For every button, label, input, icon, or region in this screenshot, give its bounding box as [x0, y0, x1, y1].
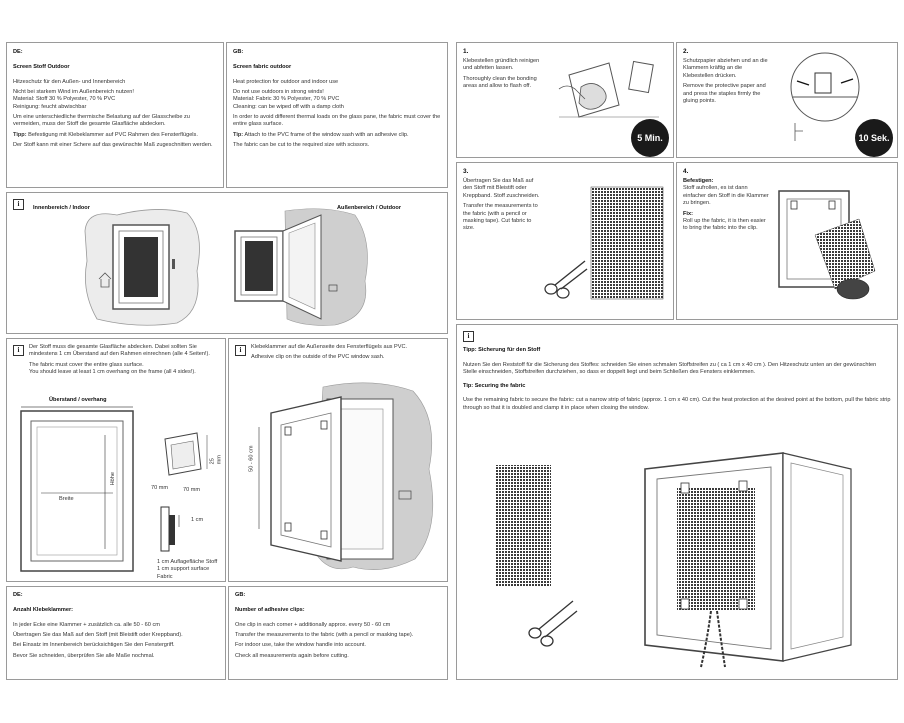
step-text-en: Thoroughly clean the bonding areas and a…	[463, 75, 537, 90]
sash-profile-diagram	[164, 432, 208, 476]
step-label-de: Befestigen:	[683, 178, 714, 184]
info-icon: i	[463, 331, 474, 342]
overhang-text-en: The fabric must cover the entire glass s…	[29, 361, 196, 376]
paragraph: Transfer the measurements to the fabric …	[235, 631, 414, 638]
panel-title: Number of adhesive clips:	[235, 606, 305, 613]
step-number: 1.	[463, 48, 469, 55]
tip-text: Attach to the PVC frame of the window sa…	[244, 131, 409, 138]
window-secure-illustration	[644, 452, 852, 668]
step-number: 2.	[683, 48, 689, 55]
frame-measure-diagram	[20, 406, 134, 572]
step-1-clean: 1. Klebestellen gründlich reinigen und a…	[456, 42, 674, 158]
paragraph: In jeder Ecke eine Klammer + zusätzlich …	[13, 621, 160, 628]
paragraph: In order to avoid different thermal load…	[233, 114, 441, 128]
time-badge: 5 Min.	[631, 119, 669, 157]
paragraph: For indoor use, take the window handle i…	[235, 642, 366, 649]
info-icon: i	[235, 345, 246, 356]
dim-1cm-label: 1 cm	[191, 517, 204, 523]
paragraph: Nicht bei starkem Wind im Außenbereich n…	[13, 88, 134, 110]
panel-gb-clips: GB: Number of adhesive clips: One clip i…	[228, 586, 448, 680]
step-text-de: Stoff aufrollen, es ist dann einfacher d…	[683, 185, 769, 207]
paragraph: Check all measurements again before cutt…	[235, 652, 349, 659]
panel-clip-outside: i Klebeklammer auf die Außenseite des Fe…	[228, 338, 448, 582]
clip-text-en: Adhesive clip on the outside of the PVC …	[251, 354, 385, 361]
panel-title: Screen fabric outdoor	[233, 63, 292, 70]
fabric-mesh-illustration	[590, 186, 664, 300]
panel-de-fabric-info: DE: Screen Stoff Outdoor Hitzeschutz für…	[6, 42, 224, 188]
step-text-de: Schutzpapier abziehen und an die Klammer…	[683, 58, 768, 79]
info-icon: i	[13, 199, 24, 210]
clip-profile-diagram	[160, 506, 180, 552]
step-label-en: Fix:	[683, 210, 693, 217]
paragraph: Um eine unterschiedliche thermische Bela…	[13, 114, 190, 128]
indoor-label: Innenbereich / Indoor	[33, 205, 90, 211]
paragraph: Bevor Sie schneiden, überprüfen Sie alle…	[13, 652, 155, 659]
lang-tag: DE:	[13, 49, 23, 55]
paragraph: Bei Einsatz im Innenbereich berücksichti…	[13, 642, 175, 649]
panel-title: Anzahl Klebeklammer:	[13, 606, 73, 613]
window-clip-illustration	[258, 382, 434, 570]
support-label-en: 1 cm support surface Fabric	[157, 566, 210, 580]
clip-text-de: Klebeklammer auf die Außenseite des Fens…	[251, 344, 408, 350]
time-badge: 10 Sek.	[855, 119, 893, 157]
fabric-strip-illustration	[495, 465, 578, 647]
clip-press-illustration	[790, 52, 860, 141]
outdoor-window-illustration	[234, 208, 368, 326]
panel-de-clips: DE: Anzahl Klebeklammer: In jeder Ecke e…	[6, 586, 226, 680]
paragraph: One clip in each corner + additionally a…	[235, 621, 391, 628]
paragraph: The fabric can be cut to the required si…	[233, 142, 370, 149]
dim-label: 70 mm	[151, 485, 169, 491]
step-2-press-clips: 2. Schutzpapier abziehen und an die Klam…	[676, 42, 898, 158]
panel-overhang: i Der Stoff muss die gesamte Glasfläche …	[6, 338, 226, 582]
panel-secure-fabric: i Tipp: Sicherung für den Stoff Nutzen S…	[456, 324, 898, 680]
dim-label: 70 mm	[183, 487, 201, 493]
roll-fabric-illustration	[778, 190, 876, 300]
scissors-icon	[544, 260, 588, 299]
step-text-de: Übertragen Sie das Maß auf den Stoff mit…	[463, 178, 540, 199]
panel-title: Screen Stoff Outdoor	[13, 63, 70, 70]
step-text-de: Klebestellen gründlich reinigen und abfe…	[463, 58, 540, 72]
tip-label: Tipp:	[13, 131, 27, 138]
tip-text-de: Nutzen Sie den Reststoff für die Sicheru…	[463, 361, 877, 376]
paragraph: Übertragen Sie das Maß auf den Stoff (mi…	[13, 631, 183, 638]
step-text-en: Roll up the fabric, it is then easier to…	[683, 217, 766, 232]
lang-tag: GB:	[233, 49, 244, 55]
tip-text-en: Use the remaining fabric to secure the f…	[463, 397, 891, 411]
outdoor-label: Außenbereich / Outdoor	[337, 205, 402, 211]
lang-tag: GB:	[235, 592, 246, 598]
dim-label: 25 mm	[209, 455, 223, 465]
paragraph: Do not use outdoors in strong winds! Mat…	[233, 88, 344, 110]
lang-tag: DE:	[13, 592, 23, 598]
step-text-en: Transfer the measurements to the fabric …	[463, 203, 538, 232]
indoor-window-illustration	[84, 209, 200, 326]
step-4-fix: 4. Befestigen:Stoff aufrollen, es ist da…	[676, 162, 898, 320]
tip-label: Tip:	[233, 131, 244, 138]
tip-text: Befestigung mit Klebeklammer auf PVC Rah…	[28, 131, 198, 138]
overhang-text-de: Der Stoff muss die gesamte Glasfläche ab…	[29, 344, 210, 358]
step-3-cut: 3. Übertragen Sie das Maß auf den Stoff …	[456, 162, 674, 320]
height-label: Höhe	[110, 472, 116, 486]
panel-gb-fabric-info: GB: Screen fabric outdoor Heat protectio…	[226, 42, 448, 188]
tip-title-de: Tipp: Sicherung für den Stoff	[463, 347, 541, 353]
width-label: Breite	[59, 496, 74, 502]
tip-title-en: Tip: Securing the fabric	[463, 382, 526, 389]
panel-subtitle: Hitzeschutz für den Außen- und Innenbere…	[13, 78, 126, 85]
panel-subtitle: Heat protection for outdoor and indoor u…	[233, 78, 339, 85]
step-text-en: Remove the protective paper and and pres…	[683, 83, 766, 104]
support-label-de: 1 cm Auflagefläche Stoff	[157, 559, 218, 565]
step-number: 4.	[683, 168, 689, 175]
paragraph: Der Stoff kann mit einer Schere auf das …	[13, 142, 213, 149]
dim-label: 50 - 60 cm	[248, 445, 255, 472]
info-icon: i	[13, 345, 24, 356]
overhang-label: Überstand / overhang	[49, 397, 107, 403]
step-number: 3.	[463, 168, 469, 175]
panel-indoor-outdoor: i Innenbereich / Indoor Außenbereich / O…	[6, 192, 448, 334]
